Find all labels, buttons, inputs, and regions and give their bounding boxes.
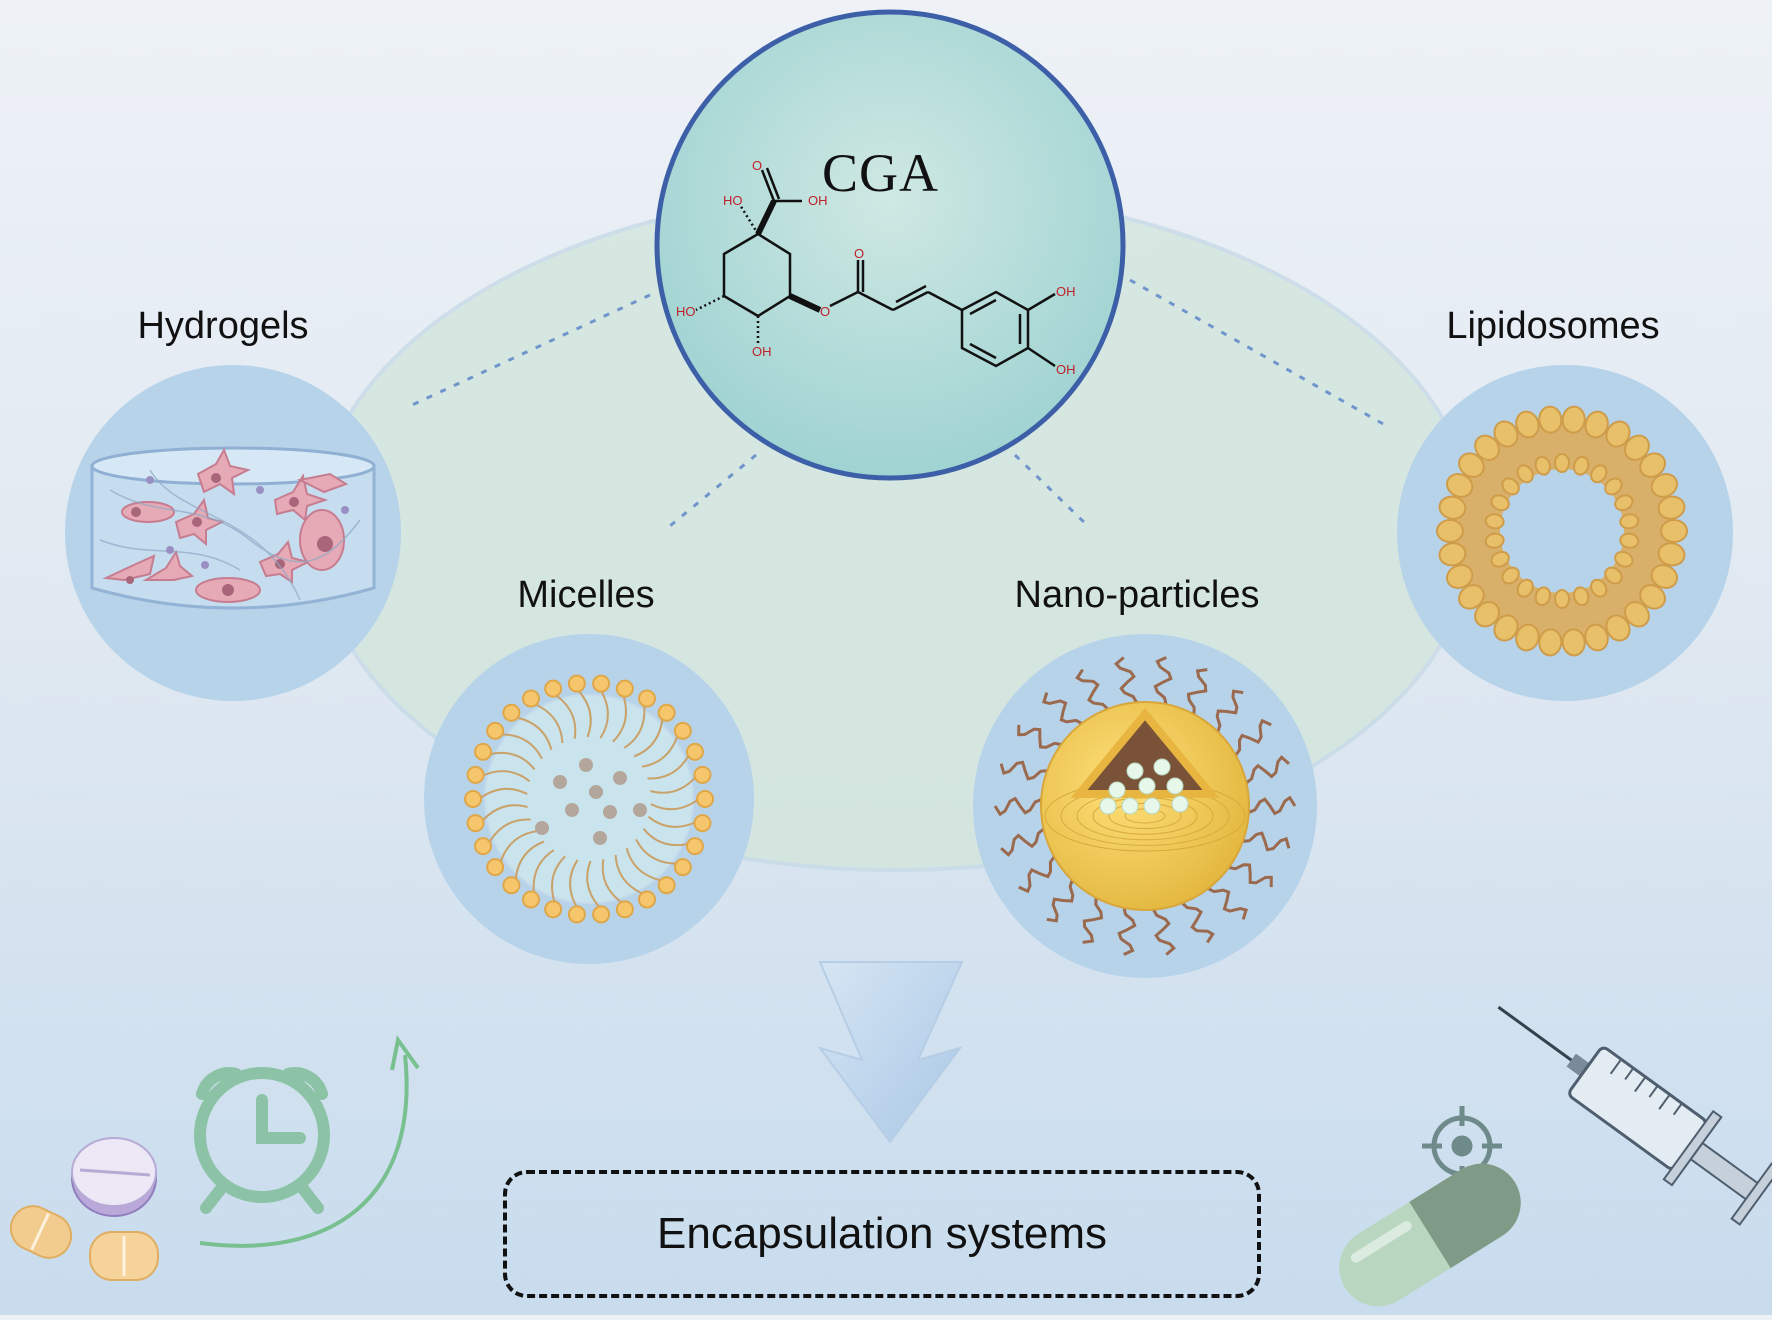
lipid-head	[502, 703, 521, 722]
hydrogels-label: Hydrogels	[137, 305, 309, 347]
connector-lipidosomes	[1129, 278, 1386, 427]
lipid-head	[522, 689, 540, 708]
lipid-head	[693, 814, 712, 833]
lipid-head	[685, 742, 704, 761]
lipid-head	[592, 674, 611, 693]
lipid-head	[638, 890, 656, 909]
encapsulation-box: Encapsulation systems	[503, 1170, 1261, 1298]
lipidosomes-label: Lipidosomes	[1446, 305, 1660, 347]
nanoparticle-icon	[993, 656, 1297, 956]
cga-molecule-icon	[695, 167, 1056, 368]
lipid-head	[567, 905, 586, 924]
connector-micelles	[664, 453, 757, 532]
lipid-head	[638, 689, 656, 708]
lipid-head	[502, 876, 521, 895]
pills-icon	[9, 1137, 159, 1281]
nanoparticles-label: Nano-particles	[1014, 574, 1260, 616]
cycle-arrow	[199, 1054, 409, 1248]
lipid-head	[567, 674, 586, 693]
atom-label: O	[752, 158, 762, 173]
lipid-head	[693, 765, 712, 784]
alarm-clock-icon	[194, 1067, 330, 1214]
syringe-icon	[1497, 1005, 1772, 1226]
atom-label: OH	[752, 344, 772, 359]
lipid-head	[522, 890, 540, 909]
atom-label: OH	[1056, 362, 1076, 377]
atom-label: O	[820, 304, 830, 319]
cga-circle	[654, 9, 1126, 481]
arrow-down-icon	[817, 961, 964, 1144]
lipid-head	[466, 814, 485, 833]
cga-title: CGA	[822, 143, 940, 203]
lipid-head	[466, 765, 485, 784]
lipid-head	[657, 703, 676, 722]
micelles-label: Micelles	[517, 574, 655, 616]
atom-label: OH	[1056, 284, 1076, 299]
connectors	[411, 278, 1386, 532]
lipid-head	[615, 900, 634, 919]
connector-nanoparticles	[1013, 453, 1092, 530]
liposome-icon	[1436, 405, 1688, 657]
molecule-atom-labels: O HO OH HO OH O O OH OH	[676, 158, 1076, 377]
hydrogel-icon	[90, 446, 376, 610]
micelle-icon	[464, 674, 714, 924]
cycle-arrowhead	[390, 1035, 420, 1071]
lipid-head	[544, 679, 563, 698]
lipid-head	[486, 858, 505, 877]
atom-label: HO	[676, 304, 696, 319]
lipid-head	[486, 721, 505, 740]
lipid-head	[474, 742, 493, 761]
atom-label: HO	[723, 193, 743, 208]
lipid-head	[615, 679, 634, 698]
lipid-head	[696, 790, 714, 808]
lipid-head	[685, 837, 704, 856]
lipid-head	[673, 721, 692, 740]
atom-label: OH	[808, 193, 828, 208]
lipid-head	[544, 900, 563, 919]
lipid-head	[657, 876, 676, 895]
lipid-head	[592, 905, 611, 924]
lipid-head	[474, 837, 493, 856]
atom-label: O	[854, 246, 864, 261]
lipid-head	[464, 790, 482, 808]
encapsulation-label: Encapsulation systems	[657, 1209, 1107, 1258]
capsule-icon	[1339, 1163, 1521, 1307]
lipid-head	[673, 858, 692, 877]
